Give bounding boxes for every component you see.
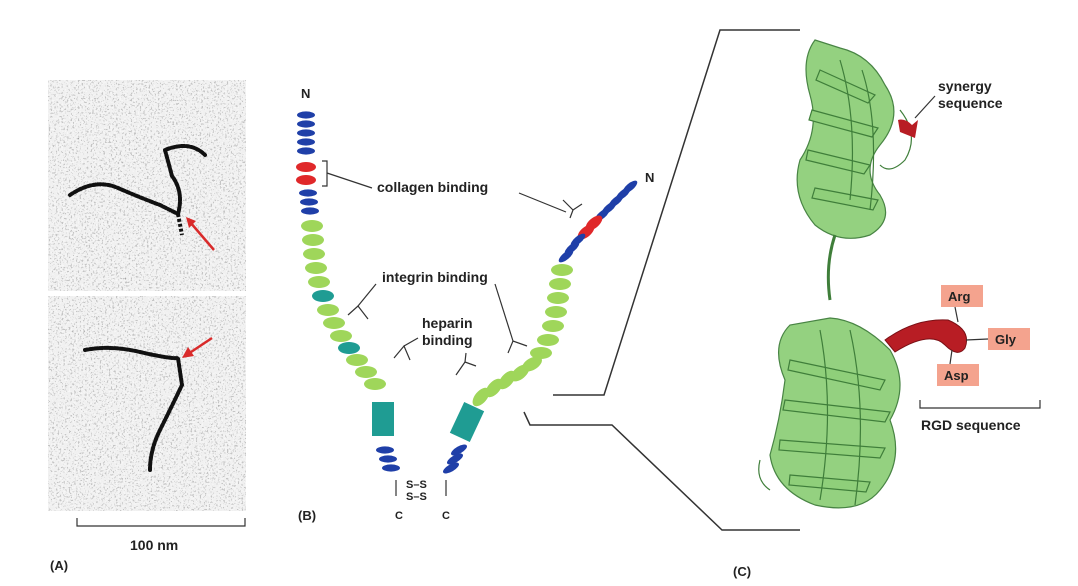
synergy-leader bbox=[914, 95, 936, 119]
synergy-sequence-strand bbox=[898, 119, 918, 138]
c-terminal-right: C bbox=[442, 510, 450, 522]
residue-arg bbox=[941, 285, 983, 323]
rgd-loop bbox=[884, 319, 968, 353]
zoom-lines bbox=[523, 29, 800, 531]
arrow-bottom-head bbox=[182, 347, 194, 358]
c-terminal-left: C bbox=[395, 510, 403, 522]
leader-lines bbox=[322, 160, 583, 376]
disulfide-bridge bbox=[395, 480, 447, 496]
scale-bar-label: 100 nm bbox=[130, 537, 178, 553]
rgd-bracket bbox=[919, 400, 1041, 409]
scale-bar bbox=[76, 518, 246, 527]
micrograph-top bbox=[48, 80, 246, 291]
arrow-bottom bbox=[187, 336, 213, 356]
synergy-label-2: sequence bbox=[938, 95, 1003, 111]
panel-label-c: (C) bbox=[733, 564, 751, 579]
arrow-top-head bbox=[186, 217, 196, 228]
n-terminal-right: N bbox=[645, 170, 654, 185]
arrow-top bbox=[189, 221, 215, 251]
residue-gly bbox=[965, 328, 1030, 350]
micrograph-bottom bbox=[48, 296, 246, 511]
collagen-binding-label: collagen binding bbox=[377, 179, 488, 195]
integrin-binding-label: integrin binding bbox=[382, 269, 488, 285]
panel-label-b: (B) bbox=[298, 508, 316, 523]
residue-gly-label: Gly bbox=[995, 332, 1017, 347]
protein-ribbon bbox=[758, 39, 912, 509]
right-chain bbox=[443, 180, 638, 474]
disulfide-label-2: S–S bbox=[406, 491, 427, 503]
left-chain bbox=[296, 111, 400, 472]
heparin-binding-label-2: binding bbox=[422, 332, 473, 348]
panel-label-a: (A) bbox=[50, 558, 68, 573]
residue-asp-label: Asp bbox=[944, 368, 969, 383]
disulfide-label-1: S–S bbox=[406, 479, 427, 491]
residue-arg-label: Arg bbox=[948, 289, 970, 304]
synergy-label-1: synergy bbox=[938, 78, 992, 94]
rgd-label: RGD sequence bbox=[921, 417, 1021, 433]
heparin-binding-label-1: heparin bbox=[422, 315, 473, 331]
residue-asp bbox=[937, 349, 979, 386]
n-terminal-left: N bbox=[301, 86, 310, 101]
